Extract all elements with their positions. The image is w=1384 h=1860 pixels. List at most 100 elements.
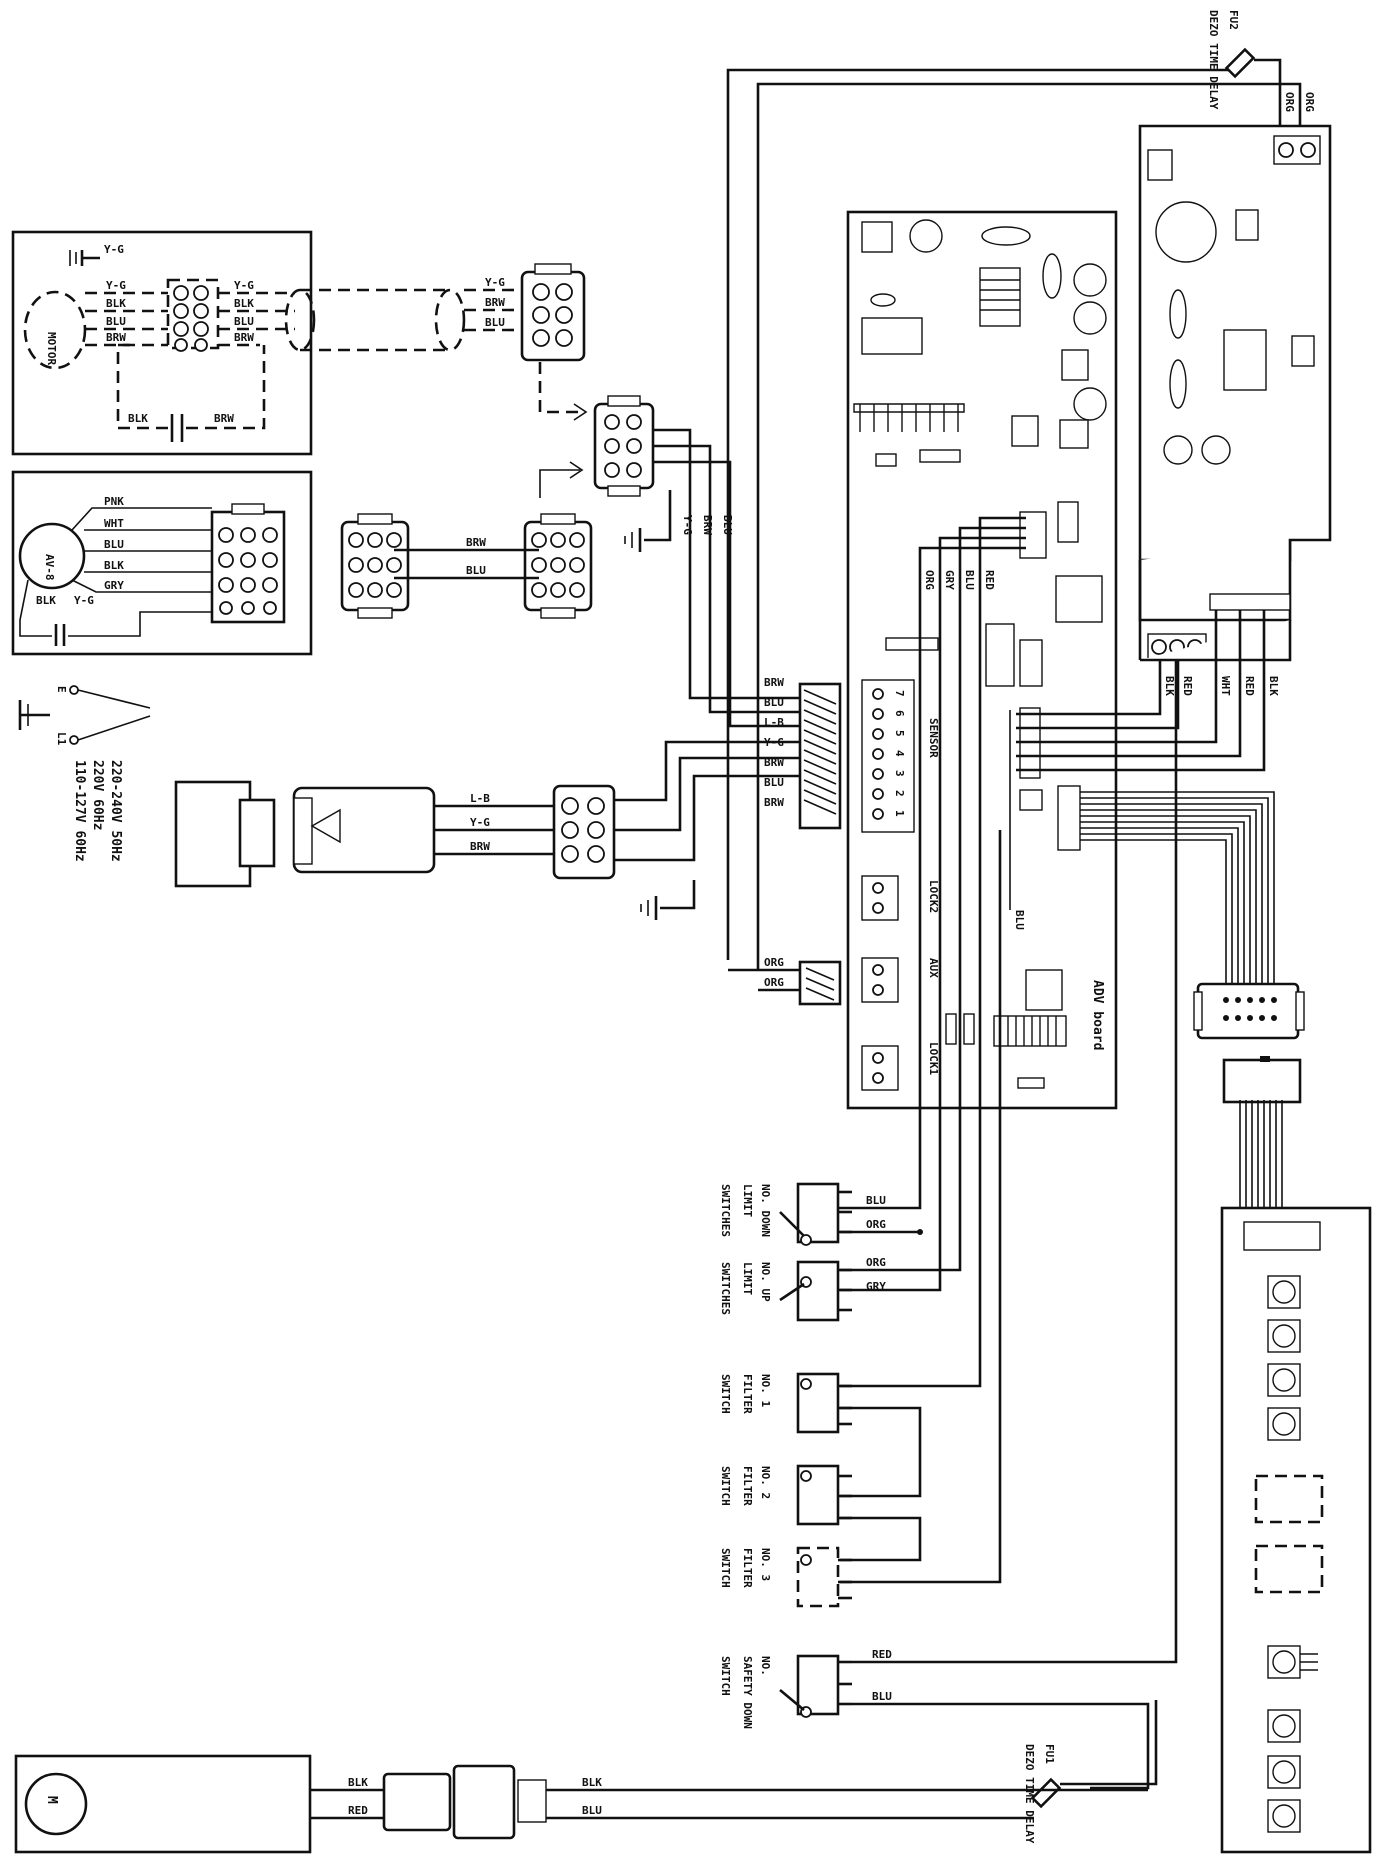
wire-label: BLK (234, 297, 254, 310)
wire-label: ORG (764, 976, 784, 989)
wire-label: BLU (866, 1194, 886, 1207)
switch-filter-3: NO. 3 FILTER SWITCH (719, 1546, 852, 1608)
power-board (1138, 124, 1332, 661)
wire-label: ORG (923, 570, 936, 590)
wire-label: Y-G (104, 243, 124, 256)
switch-filter-2: NO. 2 FILTER SWITCH (719, 1464, 852, 1526)
motor2-connector (218, 527, 278, 615)
pin-label: 7 (893, 690, 906, 697)
switch-label: NO. DOWN (759, 1184, 772, 1237)
wire-label: BLK (128, 412, 148, 425)
switch-label: FILTER (741, 1466, 754, 1506)
pin-label: 4 (893, 750, 906, 757)
link-connector-right (523, 513, 593, 619)
aux-label: AUX (927, 958, 940, 978)
terminal-block (798, 682, 842, 830)
switch-label: SWITCHES (719, 1262, 732, 1315)
wire-label: RED (1243, 676, 1256, 696)
switch-harness: BLU BLU ORG ORG GRY (838, 710, 1026, 1584)
switch-filter-1: NO. 1 FILTER SWITCH (719, 1372, 852, 1434)
switch-label: LIMIT (741, 1184, 754, 1217)
aux-connector: ORG ORG (728, 956, 842, 1006)
wire-label: Y-G (485, 276, 505, 289)
wire-label: Y-G (234, 279, 254, 292)
wire-label: BLK (582, 1776, 602, 1789)
wire-label: BLU (872, 1690, 892, 1703)
wire-label: GRY (943, 570, 956, 590)
motor2-panel: AV-8 PNK WHT BLU BLK GRY BLK Y-G (11, 470, 313, 656)
switch-down-limit: NO. DOWN LIMIT SWITCHES (719, 1182, 852, 1246)
board-upper-harness: ORG GRY BLU RED (918, 516, 1026, 830)
wire-label: WHT (104, 517, 124, 530)
wire-label: BLK (348, 1776, 368, 1789)
pin-label: 6 (893, 710, 906, 717)
wire-label: BLU (234, 315, 254, 328)
wire-label: BLU (485, 316, 505, 329)
pin-label: 5 (893, 730, 906, 737)
wire-label: ORG (764, 956, 784, 969)
ground-symbol (69, 250, 100, 266)
board-right-harness: BLK RED WHT RED BLK (1016, 610, 1280, 772)
switch-label: SWITCH (719, 1656, 732, 1696)
safety-harness: RED BLU (852, 660, 1178, 1790)
wire-label: BLK (1267, 676, 1280, 696)
wire-label: RED (983, 570, 996, 590)
main-board: ADV board SENSOR 7 6 5 (846, 210, 1118, 1110)
link-connector-left (340, 513, 410, 619)
wire-label: BLU (466, 564, 486, 577)
pin-label: 1 (893, 810, 906, 817)
wire-label: BLU (1013, 910, 1026, 930)
cord-plug: L-B Y-G BRW (292, 786, 556, 874)
switch-label: NO. 3 (759, 1548, 772, 1581)
switch-label: FILTER (741, 1374, 754, 1414)
display-connector (1193, 982, 1305, 1220)
wire-label: RED (348, 1804, 368, 1817)
seven-segment-display (1254, 1474, 1324, 1524)
fuse-fu2: FU2 DEZO TIME DELAY ORG ORG (726, 10, 1316, 970)
sensor-pins: 7 6 5 4 3 2 1 (872, 688, 906, 820)
wire-label: BRW (485, 296, 505, 309)
voltage-label: 220V 60Hz (90, 760, 105, 830)
wire-label: ORG (1283, 92, 1296, 112)
wire-label: BRW (106, 331, 126, 344)
wire-label: BLK (106, 297, 126, 310)
wire-label: RED (872, 1648, 892, 1661)
wire-label: BLK (1163, 676, 1176, 696)
lock2-label: LOCK2 (927, 880, 940, 913)
wire-label: BRW (214, 412, 234, 425)
switch-label: NO. 2 (759, 1466, 772, 1499)
voltage-label: 110-127V 60Hz (72, 760, 87, 862)
wire-label: BLK (104, 559, 124, 572)
wire-label: WHT (1219, 676, 1232, 696)
wire-label: ORG (866, 1218, 886, 1231)
switch-safety-down: NO. SAFETY DOWN SWITCH (719, 1654, 852, 1729)
fuse-label: FU2 (1227, 10, 1240, 30)
mate-arrow (538, 362, 584, 414)
switch-up-limit: NO. UP LIMIT SWITCHES (719, 1260, 852, 1322)
wire-label: BLU (963, 570, 976, 590)
switch-label: SWITCHES (719, 1184, 732, 1237)
dc-motor-label: M (44, 1796, 59, 1804)
wire-label: BRW (701, 515, 714, 535)
wire-label: BLU (764, 696, 784, 709)
wire-label: BRW (466, 536, 486, 549)
mate-arrow (539, 469, 580, 498)
motor-connector (173, 285, 209, 352)
cord-connector (552, 784, 616, 880)
motor-cable: Y-G BRW BLU (284, 276, 520, 352)
wire-label: Y-G (764, 736, 784, 749)
wire-label: BRW (764, 676, 784, 689)
wire-label: BRW (470, 840, 490, 853)
wire-label: BLU (104, 538, 124, 551)
motor2-name: AV-8 (43, 554, 56, 581)
ribbon-cable (1057, 785, 1275, 984)
ground-symbol (624, 490, 672, 552)
cord-label: E (55, 686, 68, 693)
wire-label: BRW (764, 796, 784, 809)
voltage-label: 220-240V 50Hz (108, 760, 123, 862)
fuse-spec: DEZO TIME DELAY (1207, 10, 1220, 110)
fuse-label: FU1 (1043, 1744, 1056, 1764)
sensor-label: SENSOR (927, 718, 940, 758)
motor-name: MOTOR (45, 332, 58, 365)
power-cord: E L1 220-240V 50Hz 220V 60Hz 110-127V 60… (18, 685, 276, 888)
